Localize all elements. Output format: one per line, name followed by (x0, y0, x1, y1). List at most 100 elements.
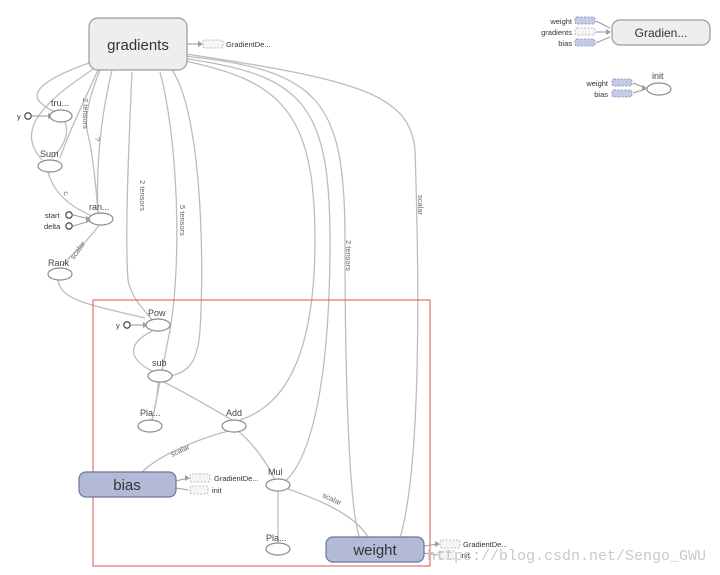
bias-box[interactable] (78, 471, 177, 498)
node-range[interactable]: ran... (88, 202, 114, 226)
edge-gradients-add (179, 59, 316, 421)
edge-range-rank (61, 223, 101, 267)
edge-gradients-truediv-2 (59, 69, 99, 159)
bias-gd-stub-box[interactable] (189, 473, 211, 483)
mul-ellipse[interactable] (265, 478, 291, 492)
y-pow-circle[interactable] (123, 321, 131, 329)
node-init[interactable]: init (646, 71, 672, 96)
mul-label: Mul (268, 467, 283, 477)
add-ellipse[interactable] (221, 419, 247, 433)
init-bias-stub[interactable]: bias (594, 89, 633, 99)
bias-init-stub-box[interactable] (189, 485, 209, 495)
init-ellipse[interactable] (646, 82, 672, 96)
legend-bias-box[interactable] (574, 38, 596, 47)
legend-weight-stub[interactable]: weight (549, 16, 596, 26)
node-pow[interactable]: Pow (145, 308, 171, 332)
placeholder-1-ellipse[interactable] (137, 419, 163, 433)
const-y-top[interactable]: y (17, 112, 32, 121)
edge-label-scalar-right: scalar (416, 195, 425, 216)
gradient-descent-box[interactable] (611, 19, 711, 46)
sum-ellipse[interactable] (37, 159, 63, 173)
selection-box (92, 299, 431, 567)
init-bias-label: bias (594, 90, 608, 99)
legend-weight-box[interactable] (574, 16, 596, 25)
edge-weight-init (423, 552, 439, 556)
weight-init-stub[interactable]: init (439, 550, 471, 560)
edge-label-c: c (61, 189, 71, 197)
bias-gd-stub-label: GradientDe... (214, 474, 259, 483)
edge-label-question: ? (93, 137, 102, 141)
weight-init-stub-box[interactable] (439, 550, 457, 560)
edge-gradients-range (96, 69, 113, 215)
gradients-label: gradients (107, 37, 169, 54)
node-add[interactable]: Add (221, 408, 247, 433)
edge-label-2-tensors-b: 2 tensors (138, 180, 147, 211)
weight-gd-stub[interactable]: GradientDe... (439, 539, 508, 549)
gradients-gd-stub[interactable]: GradientDe... (202, 39, 271, 49)
legend-gradients-stub[interactable]: gradients (541, 27, 596, 37)
node-rank[interactable]: Rank (47, 258, 73, 281)
bias-init-stub-label: init (212, 486, 223, 495)
init-weight-stub[interactable]: weight (585, 78, 633, 88)
y-pow-label: y (116, 321, 120, 330)
const-y-pow[interactable]: y (116, 321, 131, 330)
init-weight-box[interactable] (611, 78, 633, 87)
variable-weight[interactable]: weight (325, 536, 425, 563)
gradients-metanode[interactable]: gradients (88, 17, 188, 71)
node-placeholder-1[interactable]: Pla... (137, 408, 163, 433)
pow-ellipse[interactable] (145, 318, 171, 332)
node-mul[interactable]: Mul (265, 467, 291, 492)
legend-gradients-box[interactable] (574, 27, 596, 36)
start-circle[interactable] (65, 211, 73, 219)
init-bias-box[interactable] (611, 89, 633, 98)
const-start[interactable]: start (45, 211, 73, 220)
gradient-descent-metanode[interactable]: Gradien... (611, 19, 711, 46)
init-weight-label: weight (585, 79, 609, 88)
edge-label-2-tensors-c: 2 tensors (344, 240, 353, 271)
edge-gradients-weight-b (185, 53, 419, 539)
node-sum[interactable]: Sum (37, 149, 63, 173)
edge-mul-weight (287, 488, 369, 538)
gradients-gd-stub-box[interactable] (202, 39, 224, 49)
node-sub[interactable]: sub (147, 358, 173, 383)
arrow-weight-gd (435, 541, 440, 547)
arrow-legend-gd (606, 29, 611, 35)
y-top-circle[interactable] (24, 112, 32, 120)
legend-bias-stub[interactable]: bias (558, 38, 596, 48)
edge-gradients-weight-a (183, 55, 361, 539)
variable-bias[interactable]: bias (78, 471, 177, 498)
weight-gd-stub-box[interactable] (439, 539, 461, 549)
edge-label-scalar-bias: scalar (169, 442, 191, 459)
placeholder-1-label: Pla... (140, 408, 161, 418)
pow-label: Pow (148, 308, 166, 318)
node-truediv[interactable]: tru... (49, 98, 73, 123)
start-label: start (45, 211, 61, 220)
legend-gradients-label: gradients (541, 28, 572, 37)
edge-label-5-tensors: 5 tensors (178, 205, 187, 236)
truediv-ellipse[interactable] (49, 109, 73, 123)
sub-label: sub (152, 358, 167, 368)
legend-weight-label: weight (549, 17, 573, 26)
bias-init-stub[interactable]: init (189, 485, 223, 495)
gradients-box[interactable] (88, 17, 188, 71)
delta-circle[interactable] (65, 222, 73, 230)
sub-ellipse[interactable] (147, 369, 173, 383)
init-label: init (652, 71, 664, 81)
edge-gradients-sub (169, 69, 203, 377)
gradient-descent-label: Gradien... (635, 26, 688, 40)
rank-ellipse[interactable] (47, 267, 73, 281)
weight-label: weight (352, 542, 397, 559)
weight-box[interactable] (325, 536, 425, 563)
edge-labels: 2 tensors ? c scalar 2 tensors 5 tensors… (61, 98, 425, 507)
edge-rank-pow (57, 279, 146, 319)
weight-init-stub-label: init (460, 551, 471, 560)
node-placeholder-2[interactable]: Pla... (265, 533, 291, 556)
bias-gd-stub[interactable]: GradientDe... (189, 473, 259, 483)
const-delta[interactable]: delta (44, 222, 73, 231)
range-ellipse[interactable] (88, 212, 114, 226)
gradients-gd-stub-label: GradientDe... (226, 40, 271, 49)
bias-label: bias (113, 477, 141, 494)
placeholder-2-ellipse[interactable] (265, 542, 291, 556)
add-label: Add (226, 408, 242, 418)
